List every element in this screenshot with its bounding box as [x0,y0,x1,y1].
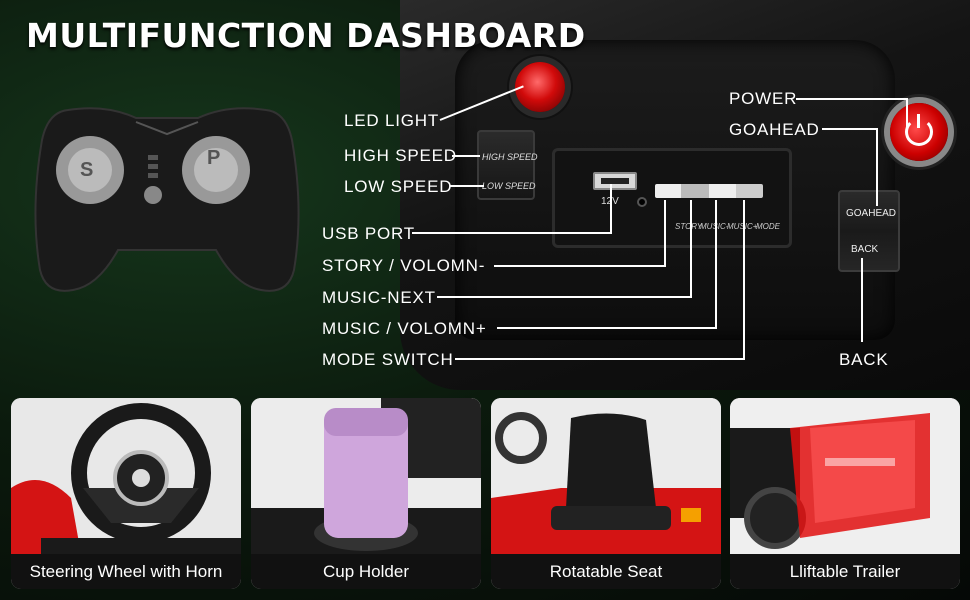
goahead-line-v [876,128,878,206]
low-speed-line [450,185,484,187]
feature-card-steering-wheel: Steering Wheel with Horn [11,398,241,589]
rocker-back-text: BACK [851,244,879,255]
story-volume-line-h [494,265,666,267]
remote-controller [34,107,300,292]
usb-port [593,172,637,190]
music-volume-line-v [715,200,717,329]
rotatable-seat-illustration [491,398,721,554]
callout-music-volume-up: MUSIC / VOLOMN+ [322,319,487,338]
trailer-illustration [730,398,960,554]
media-buttons-strip [655,184,763,198]
callout-power: POWER [729,89,798,108]
usb-port-line-h [412,232,612,234]
voltage-label: 12V [601,196,619,207]
panel-mode-text: MODE [756,222,780,231]
story-volume-line-v [664,200,666,267]
feature-caption: Lliftable Trailer [730,554,960,589]
rocker-goahead-text: GOAHEAD [846,208,897,219]
low-speed-switch-text: LOW SPEED [482,181,536,191]
panel-story-text: STORY [675,222,703,231]
back-line-v [861,258,863,342]
power-icon [905,114,933,146]
high-speed-switch-text: HIGH SPEED [482,152,538,162]
feature-card-seat: Rotatable Seat [491,398,721,589]
panel-music-plus-text: MUSIC+ [727,222,757,231]
callout-music-next: MUSIC-NEXT [322,288,436,307]
callout-usb-port: USB PORT [322,224,415,243]
callout-mode-switch: MODE SWITCH [322,350,454,369]
goahead-line-h [822,128,878,130]
controller-s-button: S [80,159,95,181]
music-volume-line-h [497,327,717,329]
media-panel [552,148,792,248]
music-next-line-h [437,296,692,298]
high-speed-line [452,155,480,157]
feature-card-trailer: Lliftable Trailer [730,398,960,589]
page-title: MULTIFUNCTION DASHBOARD [26,16,586,55]
callout-low-speed: LOW SPEED [344,177,453,196]
feature-caption: Rotatable Seat [491,554,721,589]
audio-jack [637,197,647,207]
callout-high-speed: HIGH SPEED [344,146,457,165]
callout-back: BACK [839,350,889,369]
feature-caption: Steering Wheel with Horn [11,554,241,589]
callout-story-volume-down: STORY / VOLOMN- [322,256,486,275]
mode-switch-line-h [455,358,745,360]
power-line-v [906,98,908,128]
controller-p-button: P [207,147,222,169]
feature-caption: Cup Holder [251,554,481,589]
speed-rocker-switch [477,130,535,200]
music-next-line-v [690,200,692,298]
panel-music-minus-text: MUSIC- [700,222,728,231]
steering-wheel-illustration [11,398,241,554]
usb-port-line-v [610,184,612,234]
power-line-h [796,98,908,100]
cup-holder-illustration [251,398,481,554]
callout-goahead: GOAHEAD [729,120,820,139]
mode-switch-line-v [743,200,745,360]
callout-led-light: LED LIGHT [344,111,440,130]
direction-rocker-switch [838,190,900,272]
feature-card-cup-holder: Cup Holder [251,398,481,589]
